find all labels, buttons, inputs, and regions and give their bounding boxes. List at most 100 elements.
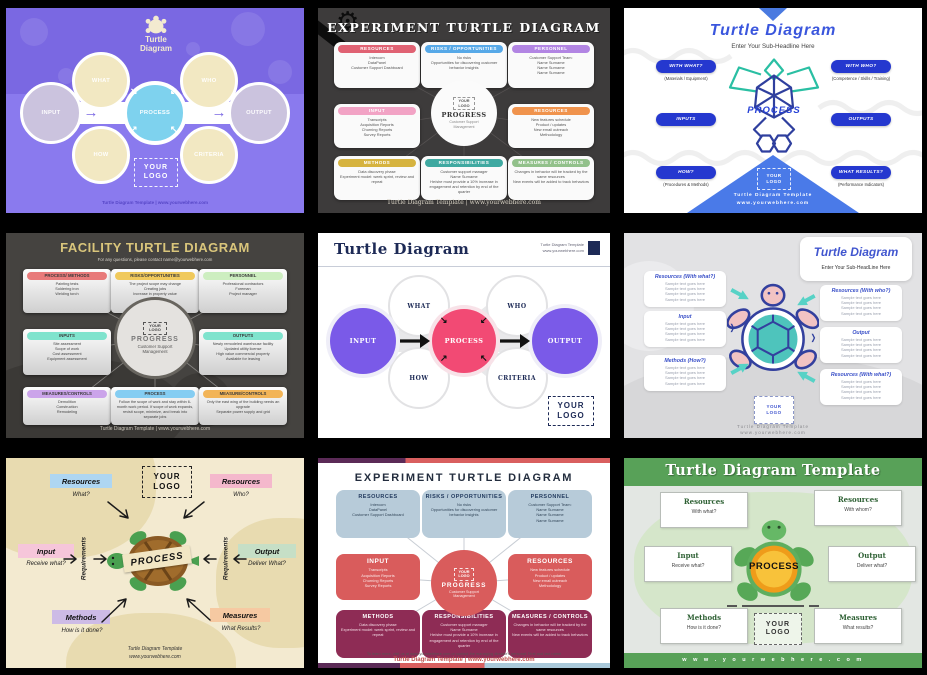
node-what: WHAT — [388, 275, 450, 337]
logo-placeholder: YOUR LOGO — [548, 396, 594, 426]
arrow-se-icon: ↘ — [440, 315, 448, 325]
template-classic-turtle-diagram[interactable]: Turtle Diagram Turtle Diagram Template w… — [318, 233, 610, 438]
card-body: Follow the scope of work and stay within… — [116, 400, 194, 419]
card-resources-with-what-2: Resources (With what?) Sample text goes … — [820, 369, 902, 405]
node-process: PROCESS — [123, 81, 187, 145]
decor-blob — [216, 518, 304, 648]
progress-sub: Customer Support Management — [449, 589, 479, 599]
card-title: RESOURCES — [512, 107, 590, 115]
process-label: PROCESS — [749, 561, 799, 572]
tile-footer-line2: www.yourwebhere.com — [736, 201, 810, 206]
header-bar: Turtle Diagram Template — [624, 458, 922, 486]
card-measures-controls: MEASURES/CONTROLS Demolition Constructio… — [23, 387, 111, 425]
template-credit: Turtle Diagram Template www.yourwebhere.… — [540, 242, 584, 253]
template-cartoon-turtle-gray[interactable]: Turtle Diagram Enter Your Sub-HeadLine H… — [624, 233, 922, 438]
label-caption: What? — [72, 492, 90, 498]
arrow-se-icon: ↘ — [130, 86, 138, 96]
template-purple-turtle-diagram[interactable]: Turtle Diagram → → WHAT WHO INPUT OUTPUT… — [6, 8, 304, 213]
template-experiment-turtle-light[interactable]: EXPERIMENT TURTLE DIAGRAM RESOURCES Inte… — [318, 458, 610, 668]
card-title: OUTPUTS — [202, 332, 284, 340]
card-heading: Resources (With what?) — [830, 372, 892, 378]
chevron-right-icon: ❭ — [810, 333, 817, 342]
pill-caption: (Procedures & Methods) — [663, 182, 709, 187]
label-caption: Deliver What? — [248, 561, 286, 567]
card-title: METHODS — [338, 159, 416, 167]
card-body: Intercom DataPanel Customer Support Dash… — [352, 502, 404, 518]
progress-sub: Customer Support Management — [449, 120, 479, 129]
label-resources-who: Resources — [210, 474, 272, 488]
box-resources-with-whom: Resources With whom? — [814, 490, 902, 526]
box-caption: With whom? — [844, 507, 872, 513]
pill-caption: (Competence / Skills / Training) — [831, 76, 891, 81]
card-body: Painting tests Soldering iron Welding to… — [55, 282, 79, 296]
logo-triangle — [687, 155, 859, 213]
card-input: Input Sample text goes here Sample text … — [644, 311, 726, 347]
tile-footer-line1: Turtle Diagram Template — [127, 646, 183, 652]
box-caption: Receive what? — [671, 563, 705, 569]
card-title: MEASURES / CONTROLS — [511, 614, 589, 620]
center-node: YOUR LOGO PROGRESS Customer Support Mana… — [431, 550, 497, 616]
card-body: Customer Support Team: Name Surname Name… — [528, 502, 572, 523]
pill-outputs: OUTPUTS — [831, 113, 891, 126]
arrow-ne-icon: ↗ — [130, 124, 138, 134]
card-resources-with-who: Resources (With who?) Sample text goes h… — [820, 285, 902, 321]
card-body: Professional contractors Foreman Project… — [222, 282, 264, 296]
card-title: PROCESS — [114, 390, 196, 398]
tile-footer-line2: www.yourwebhere.com — [129, 654, 181, 660]
card-title: RESPONSIBILITIES — [425, 159, 503, 167]
box-caption: How is it done? — [686, 625, 722, 631]
template-green-turtle-diagram[interactable]: Turtle Diagram Template w w w . y o u r … — [624, 458, 922, 668]
card-title: RISKS / OPPORTUNITIES — [425, 494, 503, 500]
decor-dot — [268, 60, 292, 84]
label-caption: Who? — [233, 492, 249, 498]
template-experiment-turtle-dark[interactable]: ⚙ EXPERIMENT TURTLE DIAGRAM RESOURCES In… — [318, 8, 610, 213]
card-methods: METHODS Data discovery phase Experiment … — [334, 156, 420, 200]
progress-label: PROGRESS — [441, 111, 487, 120]
title-rule — [318, 266, 610, 267]
card-heading: Input — [678, 314, 692, 320]
template-handdrawn-turtle-cream[interactable]: YOUR LOGO Resources What? Resources Who?… — [6, 458, 304, 668]
node-how: HOW — [72, 126, 130, 184]
decor-stripe — [318, 663, 610, 668]
card-process: PROCESS Follow the scope of work and sta… — [111, 387, 199, 425]
card-body: Demolition Construction Remodeling — [56, 400, 78, 414]
card-body: No risks Opportunities for discovering c… — [430, 502, 498, 518]
card-input: INPUT Transcripts Acquisition Reports Ch… — [336, 554, 420, 600]
divider-dash — [809, 605, 819, 607]
card-body: Transcripts Acquisition Reports Churning… — [361, 567, 395, 588]
template-blue-turtle-diagram[interactable]: Turtle Diagram Enter Your Sub-Headline H… — [624, 8, 922, 213]
card-resources-2: RESOURCES New features schedule Product … — [508, 104, 594, 148]
card-body: Changes in behavior will be tracked by t… — [513, 169, 589, 185]
arrow-sw-icon: ↙ — [480, 315, 488, 325]
card-body: Transcripts Acquisition Reports Churning… — [360, 117, 394, 138]
card-title: RESPONSIBILITIES — [434, 614, 494, 620]
label-resources-what: Resources — [50, 474, 112, 488]
card-title: RESOURCES — [527, 558, 573, 565]
card-measures-controls: MEASURES / CONTROLS Changes in behavior … — [508, 156, 594, 200]
card-title: INPUT — [367, 558, 389, 565]
card-body: New features schedule Product / updates … — [531, 117, 571, 138]
label-caption: How is it done? — [61, 628, 103, 634]
pill-caption: (Performance Indicators) — [837, 182, 885, 187]
tile-title: EXPERIMENT TURTLE DIAGRAM — [354, 472, 574, 484]
turtle-icon — [145, 15, 167, 34]
card-body: Newly remodeled warehouse facility Updat… — [212, 342, 274, 361]
card-title: PROCESS/ METHODS — [26, 272, 108, 280]
card-process-methods: PROCESS/ METHODS Painting tests Solderin… — [23, 269, 111, 313]
card-outputs: OUTPUTS Newly remodeled warehouse facili… — [199, 329, 287, 375]
card-title: RISKS/OPPORTUNITIES — [114, 272, 196, 280]
card-resources: RESOURCES Intercom DataPanel Customer Su… — [336, 490, 420, 538]
card-body: The project scope may change Creating jo… — [129, 282, 181, 296]
box-input: Input Receive what? — [644, 546, 732, 582]
arrow-nw-icon: ↖ — [480, 353, 488, 363]
decor-dot — [186, 42, 200, 56]
box-caption: What results? — [842, 625, 874, 631]
box-methods: Methods How is it done? — [660, 608, 748, 644]
card-resources-with-what: Resources (With what?) Sample text goes … — [644, 271, 726, 307]
turtle-illustration — [728, 58, 820, 153]
template-facility-turtle-dark[interactable]: FACILITY TURTLE DIAGRAM For any question… — [6, 233, 304, 438]
card-title: RESOURCES — [338, 45, 416, 53]
card-body: Sample text goes here Sample text goes h… — [664, 281, 706, 302]
card-title: INPUT — [338, 107, 416, 115]
tile-title: FACILITY TURTLE DIAGRAM — [60, 240, 250, 255]
